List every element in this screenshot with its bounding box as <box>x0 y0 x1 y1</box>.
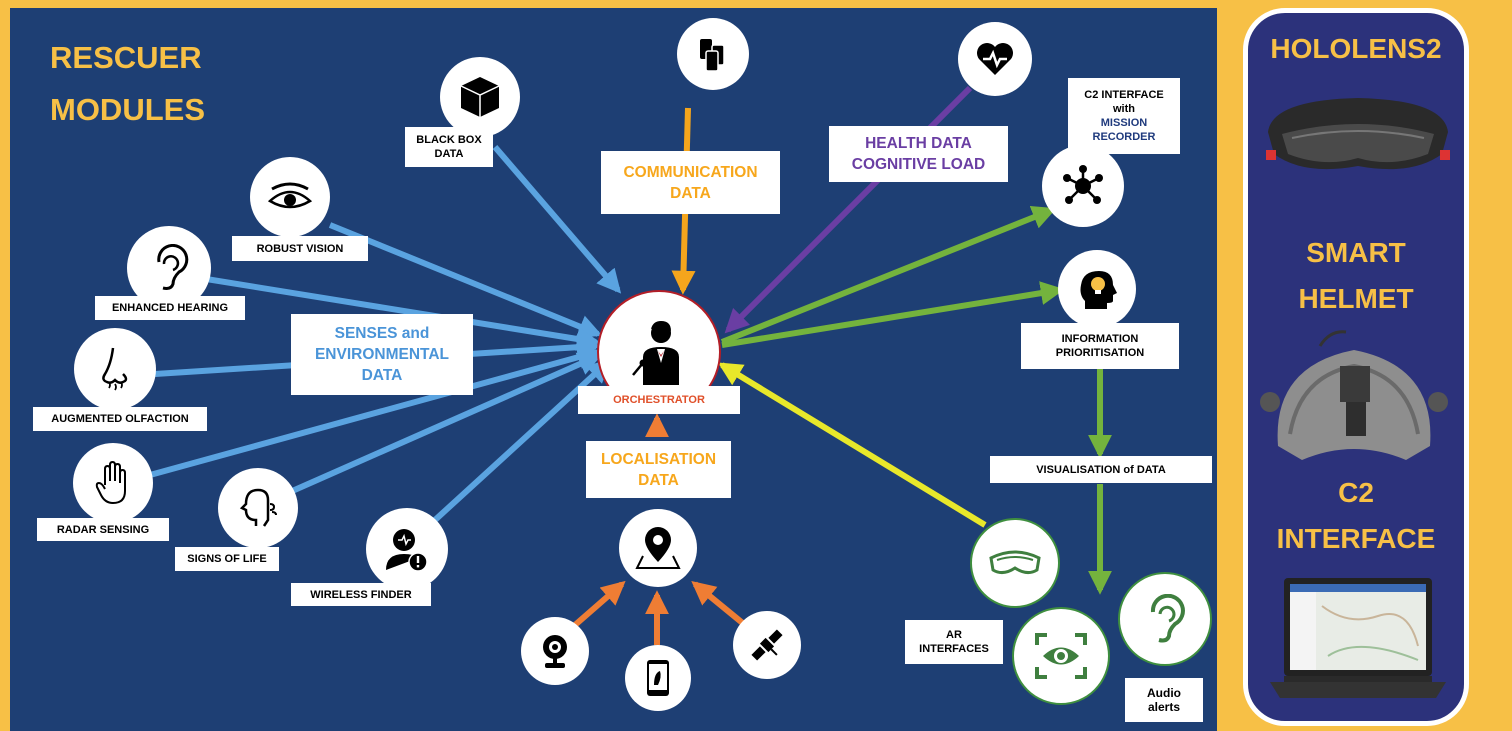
phones-icon <box>677 18 749 90</box>
breathing-head-icon <box>218 468 298 548</box>
label-enhanced-hearing: ENHANCED HEARING <box>95 296 245 320</box>
arrow-c2 <box>720 205 1057 345</box>
smartphone-icon <box>625 645 691 711</box>
label-health: HEALTH DATA COGNITIVE LOAD <box>829 126 1008 182</box>
label-signs-of-life: SIGNS OF LIFE <box>175 547 279 571</box>
idea-head-icon <box>1058 250 1136 328</box>
arrow-satellite <box>691 580 747 628</box>
arrow-signs-of-life <box>288 352 603 495</box>
webcam-icon <box>521 617 589 685</box>
label-black-box: BLACK BOX DATA <box>405 127 493 167</box>
label-radar-sensing: RADAR SENSING <box>37 518 169 541</box>
ear-icon <box>1118 572 1212 666</box>
label-augmented-olfaction: AUGMENTED OLFACTION <box>33 407 207 431</box>
eye-scan-icon <box>1012 607 1110 705</box>
arrow-ar <box>717 362 987 528</box>
label-c2-interface-text: C2 INTERFACE with <box>1084 89 1164 115</box>
side-smart-helmet: SMART HELMET <box>1298 237 1414 314</box>
label-information-prioritisation: INFORMATION PRIORITISATION <box>1021 323 1179 369</box>
label-localisation: LOCALISATION DATA <box>586 441 731 498</box>
label-mission-recorder: MISSION RECORDER <box>1092 117 1156 143</box>
heart-pulse-icon <box>958 22 1032 96</box>
label-audio-alerts: Audio alerts <box>1125 678 1203 722</box>
orchestrator-text: ORCHESTRATOR <box>613 394 705 406</box>
arrow-enhanced-hearing <box>199 275 601 351</box>
hololens-image <box>1262 92 1454 184</box>
arrow-camera <box>573 580 626 628</box>
side-hololens: HOLOLENS2 <box>1270 33 1442 64</box>
laptop-image <box>1268 576 1448 700</box>
label-visualisation: VISUALISATION of DATA <box>990 456 1212 483</box>
label-orchestrator: ORCHESTRATOR <box>578 386 740 414</box>
label-communication: COMMUNICATION DATA <box>601 151 780 214</box>
satellite-icon <box>733 611 801 679</box>
eye-icon <box>250 157 330 237</box>
label-robust-vision: ROBUST VISION <box>232 236 368 261</box>
nose-icon <box>74 328 156 410</box>
label-c2-interface: C2 INTERFACE with MISSION RECORDER <box>1068 78 1180 154</box>
label-ar-interfaces: AR INTERFACES <box>905 620 1003 664</box>
side-c2-interface: C2 INTERFACE <box>1276 477 1436 554</box>
hand-icon <box>73 443 153 523</box>
label-wireless-finder: WIRELESS FINDER <box>291 583 431 606</box>
diagram-title: RESCUER MODULES <box>50 40 205 127</box>
network-hub-icon <box>1042 145 1124 227</box>
smart-helmet-image <box>1250 326 1460 476</box>
arrow-black-box <box>492 145 622 294</box>
arrow-robust-vision <box>328 222 603 338</box>
arrow-radar <box>149 345 602 478</box>
arrow-info <box>721 281 1065 348</box>
ar-goggles-icon <box>970 518 1060 608</box>
map-pin-icon <box>619 509 697 587</box>
label-senses: SENSES and ENVIRONMENTAL DATA <box>291 314 473 395</box>
person-alert-icon <box>366 508 448 590</box>
cube-icon <box>440 57 520 137</box>
